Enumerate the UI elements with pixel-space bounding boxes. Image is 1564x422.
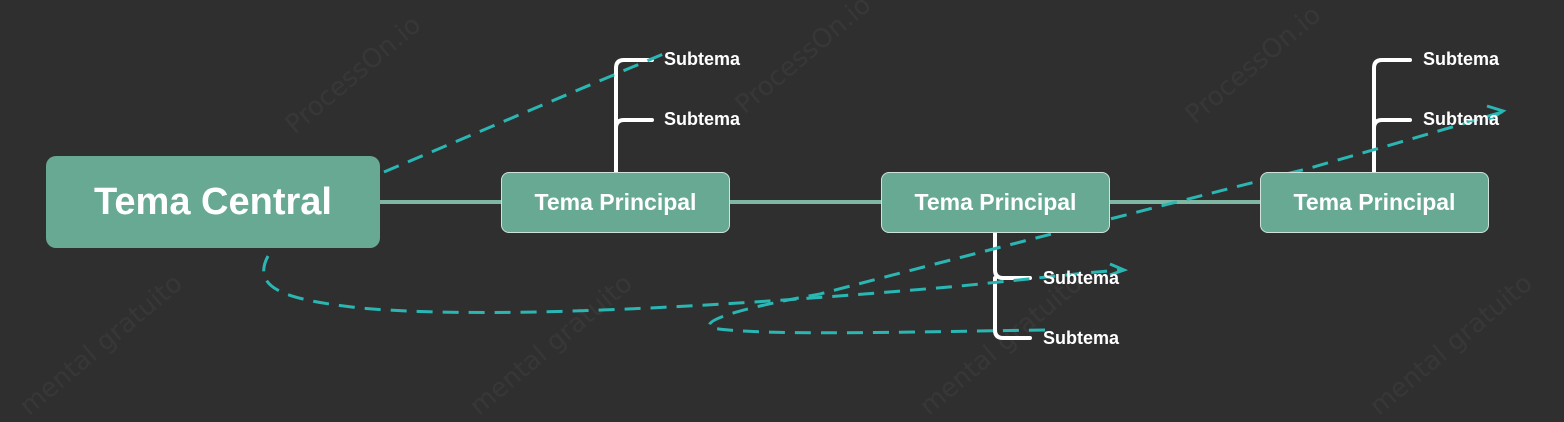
dashed-annotation-stroke (383, 50, 669, 174)
dashed-annotation-stroke (262, 255, 1123, 314)
dashed-arrowhead (1486, 104, 1507, 122)
subtopic-label[interactable]: Subtema (1423, 109, 1500, 129)
subtopic-label[interactable]: Subtema (1043, 268, 1120, 288)
subtopic-bracket (993, 231, 1032, 340)
main-topic-node[interactable]: Tema Principal (501, 172, 730, 233)
subtopic-label[interactable]: Subtema (1043, 328, 1120, 348)
subtopic-bracket (1372, 58, 1412, 174)
subtopic-label[interactable]: Subtema (664, 109, 741, 129)
main-topic-node[interactable]: Tema Principal (1260, 172, 1489, 233)
subtopic-bracket (614, 58, 654, 174)
subtopic-label[interactable]: Subtema (664, 49, 741, 69)
dashed-annotation-stroke (708, 110, 1503, 335)
main-topic-node[interactable]: Tema Principal (881, 172, 1110, 233)
subtopic-label[interactable]: Subtema (1423, 49, 1500, 69)
central-topic-node[interactable]: Tema Central (46, 156, 380, 248)
dashed-arrowhead (1109, 262, 1129, 277)
